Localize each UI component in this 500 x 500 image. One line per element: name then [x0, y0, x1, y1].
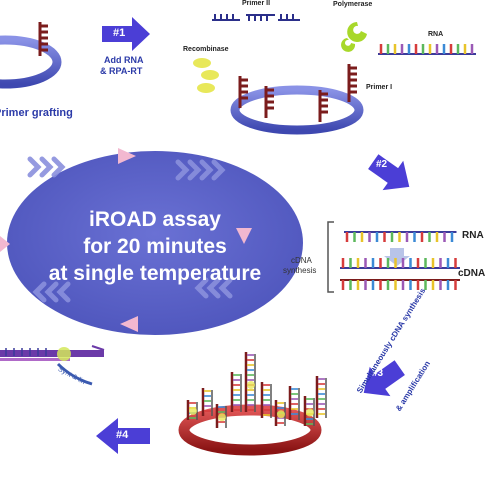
- step1-arrow-icon: [102, 17, 150, 51]
- center-line1: iROAD assay: [89, 208, 221, 231]
- amplification-ring: [178, 352, 327, 456]
- rna-strand-top: [378, 44, 476, 55]
- step4-arrow-icon: [96, 418, 150, 454]
- polymerase-label: Polymerase: [333, 1, 373, 8]
- cdna-panel: [327, 221, 460, 293]
- primer-i-label: Primer I: [366, 84, 393, 91]
- step1-badge: #1: [113, 27, 126, 39]
- grafted-primer-icon: [38, 22, 48, 56]
- step1-line1: Add RNA: [104, 55, 144, 65]
- primer-ii-icon: [212, 14, 300, 21]
- recombinase-icon: [193, 58, 219, 93]
- step4-badge: #4: [116, 429, 129, 441]
- step2-arrow-icon: [368, 154, 410, 191]
- cdna-synthesis-label-line2: synthesis: [283, 266, 317, 275]
- detection-strip: [0, 345, 105, 386]
- step3-arrow-icon: [363, 360, 405, 397]
- cdna-arrow-icon: [384, 248, 410, 266]
- primer-ii-label: Primer II: [242, 0, 271, 7]
- step2-badge: #2: [376, 159, 388, 170]
- cdna-right-label: cDNA: [458, 268, 486, 279]
- grafting-ring: [0, 22, 62, 89]
- center-ellipse: [7, 151, 303, 335]
- cycle-arrows-icon: [0, 148, 252, 332]
- primer-ring-top: [230, 64, 364, 135]
- cdna-duplex: [340, 258, 460, 290]
- cdna-synthesis-label-line1: cDNA: [291, 256, 312, 265]
- center-line2: for 20 minutes: [83, 235, 227, 258]
- center-line3: at single temperature: [48, 262, 262, 285]
- step3-badge: #3: [372, 368, 384, 379]
- recombinase-label: Recombinase: [183, 46, 229, 53]
- polymerase-icon: [341, 22, 367, 52]
- primer-grafting-label: Primer grafting: [0, 107, 73, 119]
- rna-strand-mid: [344, 231, 457, 242]
- rna-top-label: RNA: [428, 31, 444, 38]
- step1-line2: & RPA-RT: [100, 66, 143, 76]
- rna-right-label: RNA: [462, 230, 484, 241]
